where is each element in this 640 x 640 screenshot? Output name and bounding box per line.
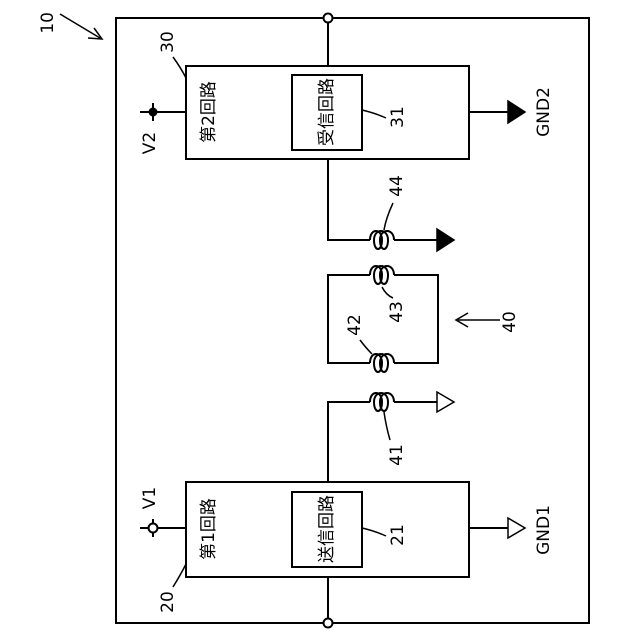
gnd1-label: GND1	[534, 505, 554, 555]
receive-circuit-label: 受信回路	[317, 78, 337, 146]
coil-42	[370, 354, 394, 372]
ref-label-41: 41	[387, 444, 407, 466]
transmit-circuit-label: 送信回路	[317, 495, 337, 563]
ref-leader-44	[384, 203, 393, 230]
ref-label-42: 42	[345, 314, 365, 336]
ref-arrowhead-10	[88, 28, 102, 39]
ref-label-44: 44	[387, 175, 407, 197]
ref-leader-42	[360, 340, 372, 354]
ref-leader-30	[173, 57, 186, 78]
v1-label: V1	[140, 487, 160, 509]
gnd2-label: GND2	[534, 87, 554, 137]
gnd2-symbol	[508, 101, 525, 123]
ref-leader-21	[362, 528, 386, 536]
ref-leader-41	[384, 412, 390, 440]
coil-41-ground	[437, 392, 454, 412]
coil-44	[370, 231, 394, 249]
v1-terminal	[149, 524, 158, 533]
receive-wire	[328, 159, 370, 240]
coil-44-ground	[437, 229, 454, 251]
ref-label-43: 43	[387, 301, 407, 323]
ref-leader-31	[362, 110, 386, 118]
second-circuit-label: 第2回路	[199, 81, 219, 143]
coil-43	[370, 266, 394, 284]
coil-41	[370, 393, 394, 411]
ref-label-31: 31	[388, 106, 408, 128]
ref-label-30: 30	[158, 31, 178, 53]
ref-label-10: 10	[38, 12, 58, 34]
ref-label-21: 21	[388, 524, 408, 546]
ref-label-20: 20	[158, 591, 178, 613]
transmit-wire	[328, 402, 370, 482]
first-circuit-label: 第1回路	[199, 498, 219, 560]
ref-leader-20	[173, 564, 186, 587]
bottom-terminal	[324, 619, 333, 628]
top-terminal	[324, 14, 333, 23]
gnd1-symbol	[508, 518, 525, 538]
ref-arrow-10	[60, 14, 100, 38]
ref-leader-43	[382, 287, 393, 298]
v2-label: V2	[140, 132, 160, 154]
ref-label-40: 40	[500, 311, 520, 333]
